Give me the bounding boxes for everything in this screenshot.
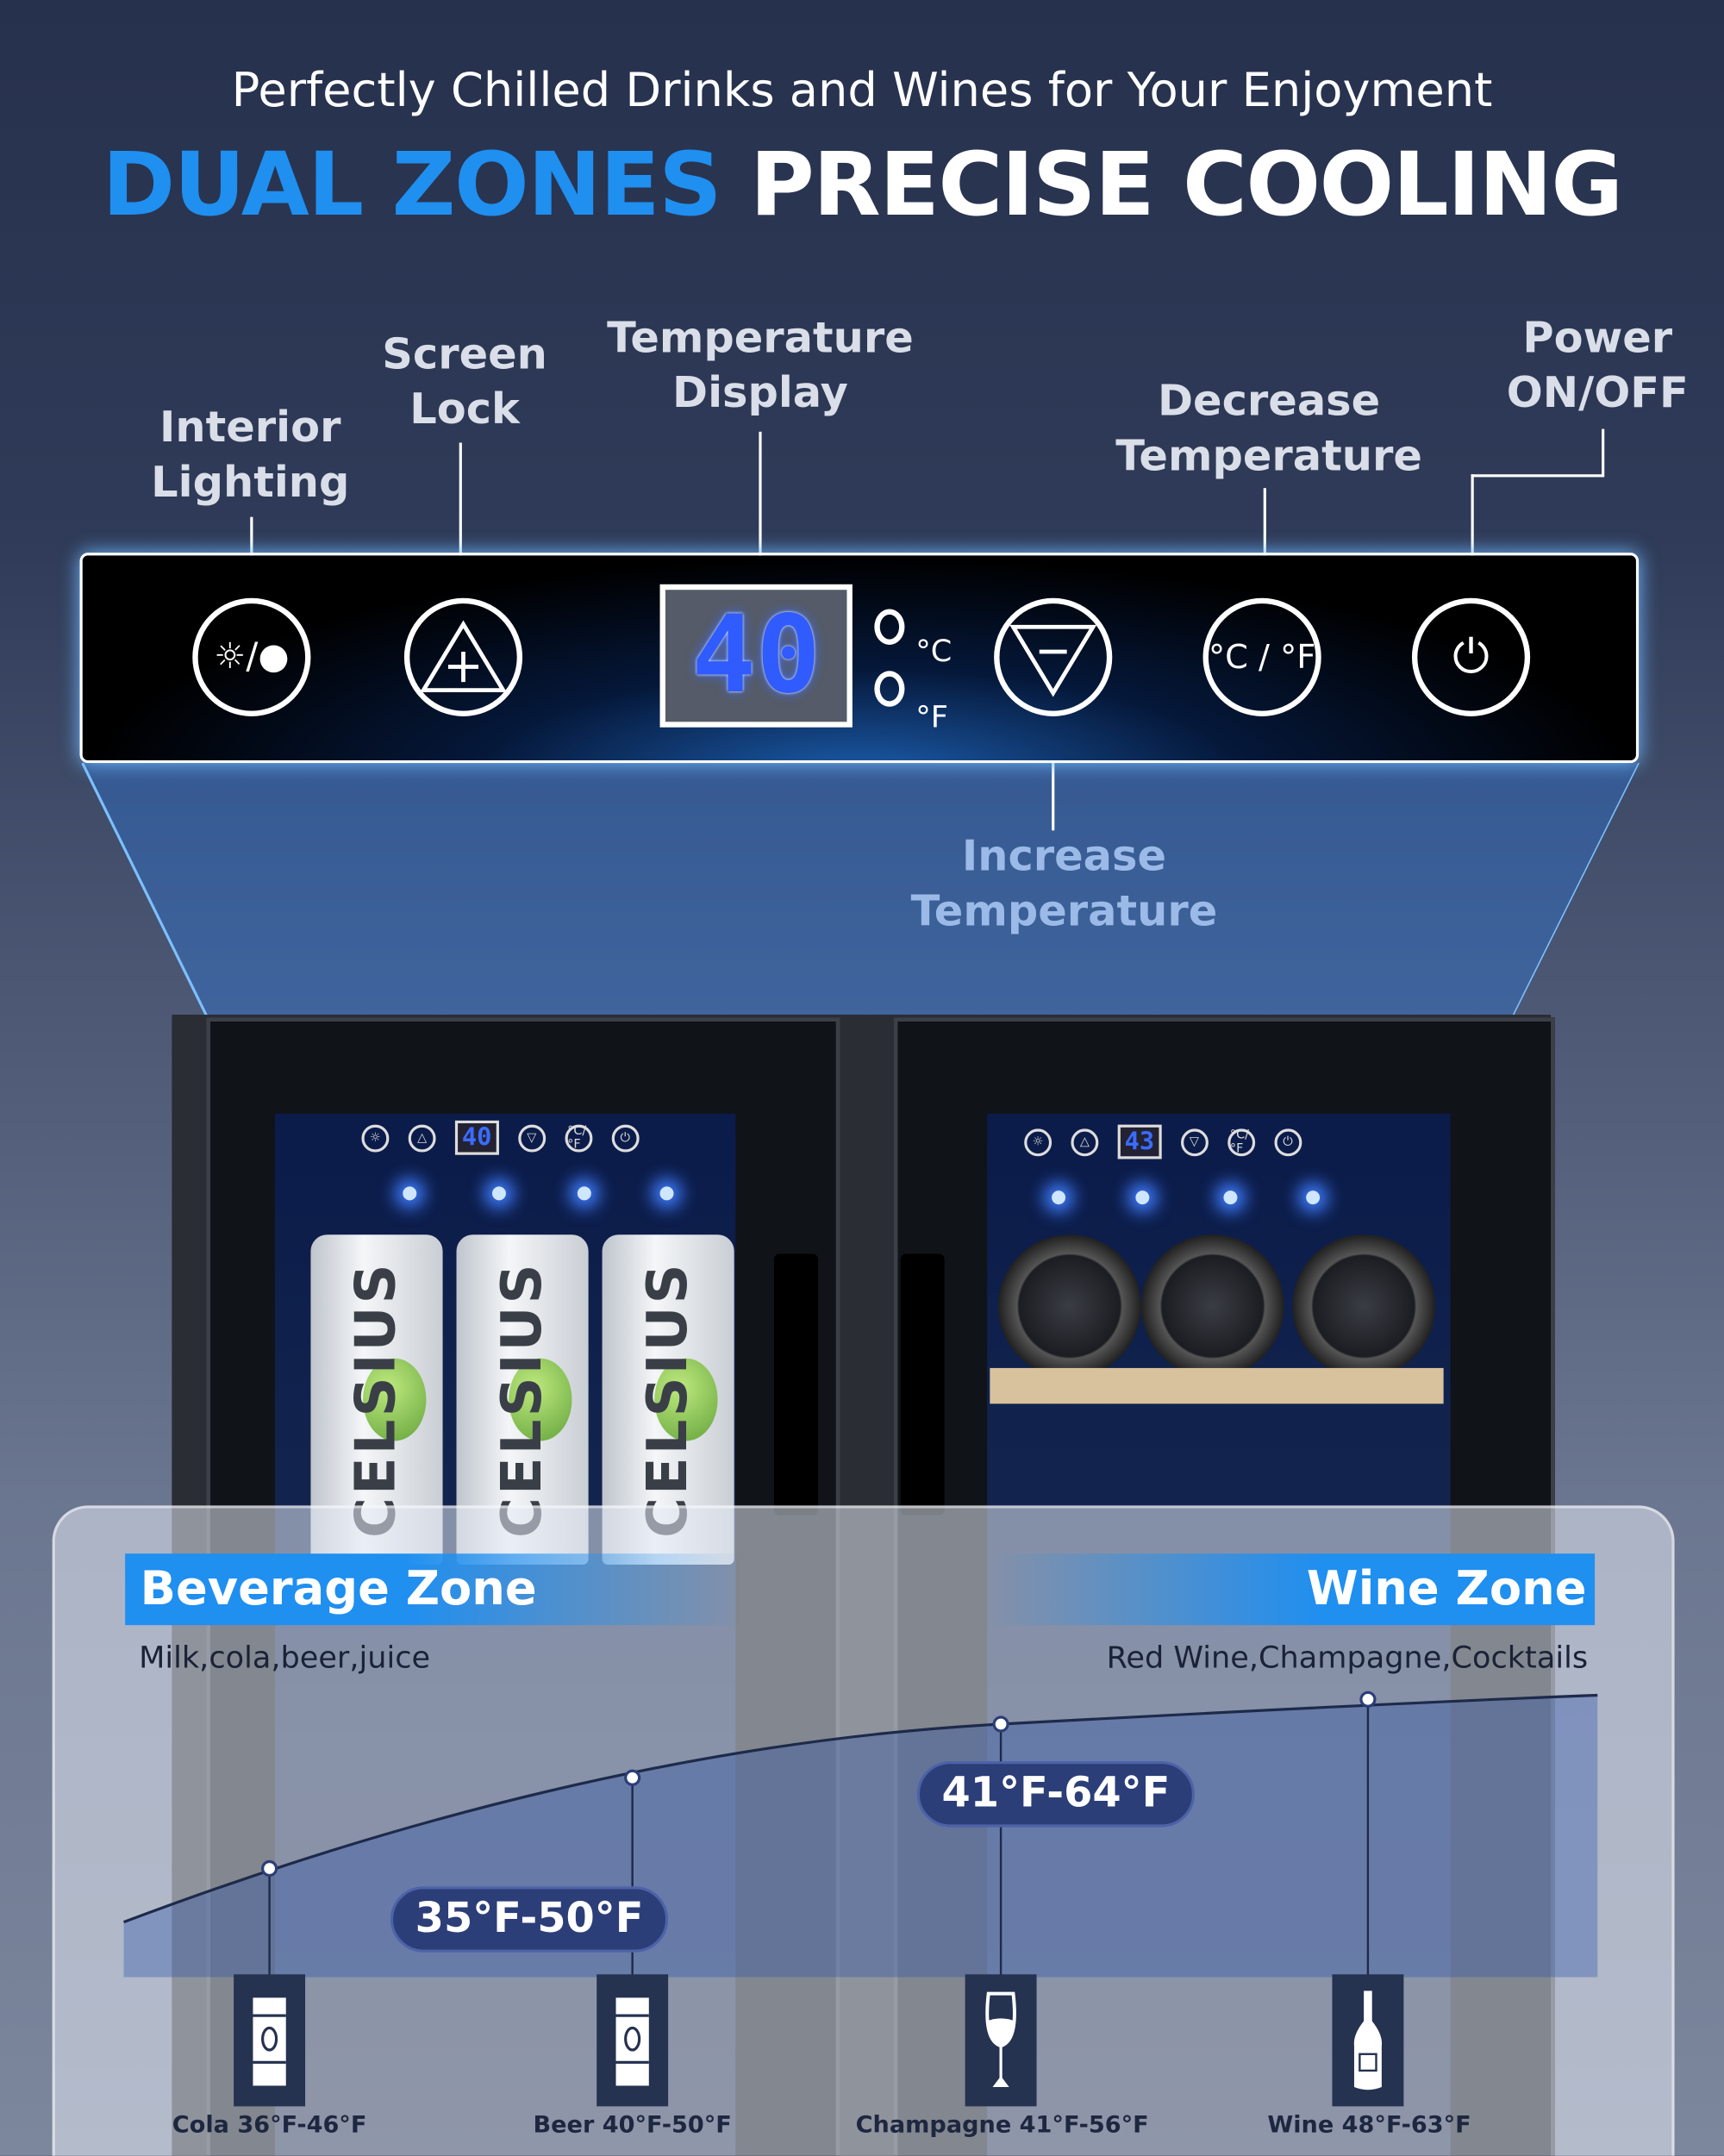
light-button[interactable]: ☼/● bbox=[192, 597, 311, 716]
power-icon: ⏻ bbox=[1452, 629, 1490, 685]
mini-minus-icon: ▽ bbox=[1180, 1128, 1209, 1156]
wine-glass-icon bbox=[965, 1974, 1037, 2107]
led-light bbox=[491, 1186, 506, 1201]
fahrenheit-label: °F bbox=[915, 701, 948, 736]
led-light bbox=[659, 1186, 674, 1201]
headline-highlight: DUAL ZONES bbox=[102, 134, 721, 237]
label-line: Increase bbox=[911, 829, 1218, 884]
fahrenheit-indicator bbox=[874, 671, 905, 707]
label-line: Screen bbox=[382, 329, 547, 380]
mini-display: 43 bbox=[1117, 1124, 1162, 1159]
leader-line bbox=[1052, 717, 1055, 831]
curve-point bbox=[624, 1769, 641, 1786]
wine-zone-items: Red Wine,Champagne,Cocktails bbox=[1106, 1641, 1589, 1677]
led-light bbox=[1135, 1190, 1150, 1205]
celsius-label: °C bbox=[915, 634, 953, 670]
mini-plus-icon: △ bbox=[408, 1123, 436, 1152]
label-line: Lock bbox=[409, 384, 520, 434]
curve-area bbox=[123, 1695, 1598, 1978]
door-handle[interactable] bbox=[900, 1253, 945, 1515]
mini-light-icon: ☼ bbox=[1024, 1128, 1053, 1156]
mini-light-icon: ☼ bbox=[361, 1123, 390, 1152]
mini-minus-icon: ▽ bbox=[517, 1123, 546, 1152]
headline: DUAL ZONES PRECISE COOLING bbox=[0, 134, 1724, 236]
curve-point bbox=[261, 1859, 278, 1878]
label-line: Interior bbox=[159, 403, 341, 453]
triangle-minus-icon bbox=[1009, 624, 1097, 697]
temp-minus-button[interactable] bbox=[994, 597, 1113, 716]
mini-unit-icon: °C/°F bbox=[1227, 1128, 1255, 1156]
curve-point bbox=[992, 1715, 1009, 1733]
left-mini-panel: ☼ △ 40 ▽ °C/°F ⏻ bbox=[361, 1120, 640, 1155]
lime-graphic bbox=[363, 1358, 427, 1441]
mini-power-icon: ⏻ bbox=[611, 1123, 640, 1152]
wine-bottle bbox=[1140, 1234, 1284, 1378]
unit-toggle-button[interactable]: °C / °F bbox=[1202, 597, 1321, 716]
wine-zone-title: Wine Zone bbox=[990, 1553, 1596, 1626]
label-line: Temperature bbox=[607, 313, 914, 364]
curve-line bbox=[122, 1693, 1598, 1924]
celsius-indicator bbox=[874, 609, 905, 646]
leader-line bbox=[1471, 474, 1603, 478]
label-line: Display bbox=[672, 368, 848, 418]
power-button[interactable]: ⏻ bbox=[1411, 597, 1531, 716]
wine-range-pill: 41°F-64°F bbox=[916, 1761, 1195, 1828]
beverage-range-pill: 35°F-50°F bbox=[390, 1886, 669, 1953]
lime-graphic bbox=[509, 1358, 572, 1441]
curve-point bbox=[1359, 1690, 1377, 1708]
wood-shelf bbox=[990, 1367, 1444, 1404]
label-line: Power bbox=[1522, 313, 1673, 364]
wine-bottle-icon bbox=[1332, 1974, 1404, 2107]
can-icon bbox=[597, 1974, 669, 2107]
lime-graphic bbox=[654, 1358, 718, 1441]
door-handle[interactable] bbox=[773, 1253, 818, 1515]
leader-line bbox=[1263, 488, 1266, 594]
triangle-plus-icon bbox=[419, 620, 507, 693]
mini-plus-icon: △ bbox=[1071, 1128, 1099, 1156]
label-line: Temperature bbox=[911, 884, 1218, 940]
drink-label: Cola 36°F-46°F bbox=[172, 2111, 367, 2140]
wine-bottle bbox=[1292, 1234, 1436, 1378]
right-mini-panel: ☼ △ 43 ▽ °C/°F ⏻ bbox=[1024, 1124, 1302, 1159]
wine-bottle bbox=[997, 1234, 1141, 1378]
leader-line bbox=[459, 442, 462, 594]
led-light bbox=[1223, 1190, 1238, 1205]
label-line: Temperature bbox=[1115, 431, 1422, 482]
label-increase-temperature: IncreaseTemperature bbox=[911, 829, 1218, 940]
subtitle: Perfectly Chilled Drinks and Wines for Y… bbox=[231, 63, 1493, 119]
led-light bbox=[1052, 1190, 1066, 1205]
drink-label: Beer 40°F-50°F bbox=[533, 2111, 732, 2140]
label-line: Decrease bbox=[1158, 377, 1381, 427]
led-light bbox=[577, 1186, 591, 1201]
drink-label: Wine 48°F-63°F bbox=[1267, 2111, 1471, 2140]
label-line: Lighting bbox=[151, 458, 350, 508]
control-panel bbox=[79, 553, 1640, 764]
mini-unit-icon: °C/°F bbox=[565, 1123, 592, 1152]
temperature-display: 40 bbox=[659, 584, 853, 728]
led-light bbox=[1306, 1190, 1321, 1205]
can-icon bbox=[234, 1974, 306, 2107]
drink-label: Champagne 41°F-56°F bbox=[855, 2111, 1149, 2140]
leader-line bbox=[759, 431, 762, 586]
beverage-zone-items: Milk,cola,beer,juice bbox=[139, 1641, 431, 1677]
beverage-zone-title: Beverage Zone bbox=[125, 1553, 746, 1626]
lock-button[interactable] bbox=[403, 597, 523, 716]
leader-line bbox=[1602, 428, 1605, 478]
mini-power-icon: ⏻ bbox=[1273, 1128, 1302, 1156]
light-bulb-icon: ☼/● bbox=[214, 636, 290, 678]
headline-rest: PRECISE COOLING bbox=[749, 134, 1623, 237]
leader-line bbox=[1471, 474, 1474, 594]
label-line: ON/OFF bbox=[1506, 368, 1689, 418]
mini-display: 40 bbox=[454, 1120, 499, 1155]
led-light bbox=[403, 1186, 417, 1201]
